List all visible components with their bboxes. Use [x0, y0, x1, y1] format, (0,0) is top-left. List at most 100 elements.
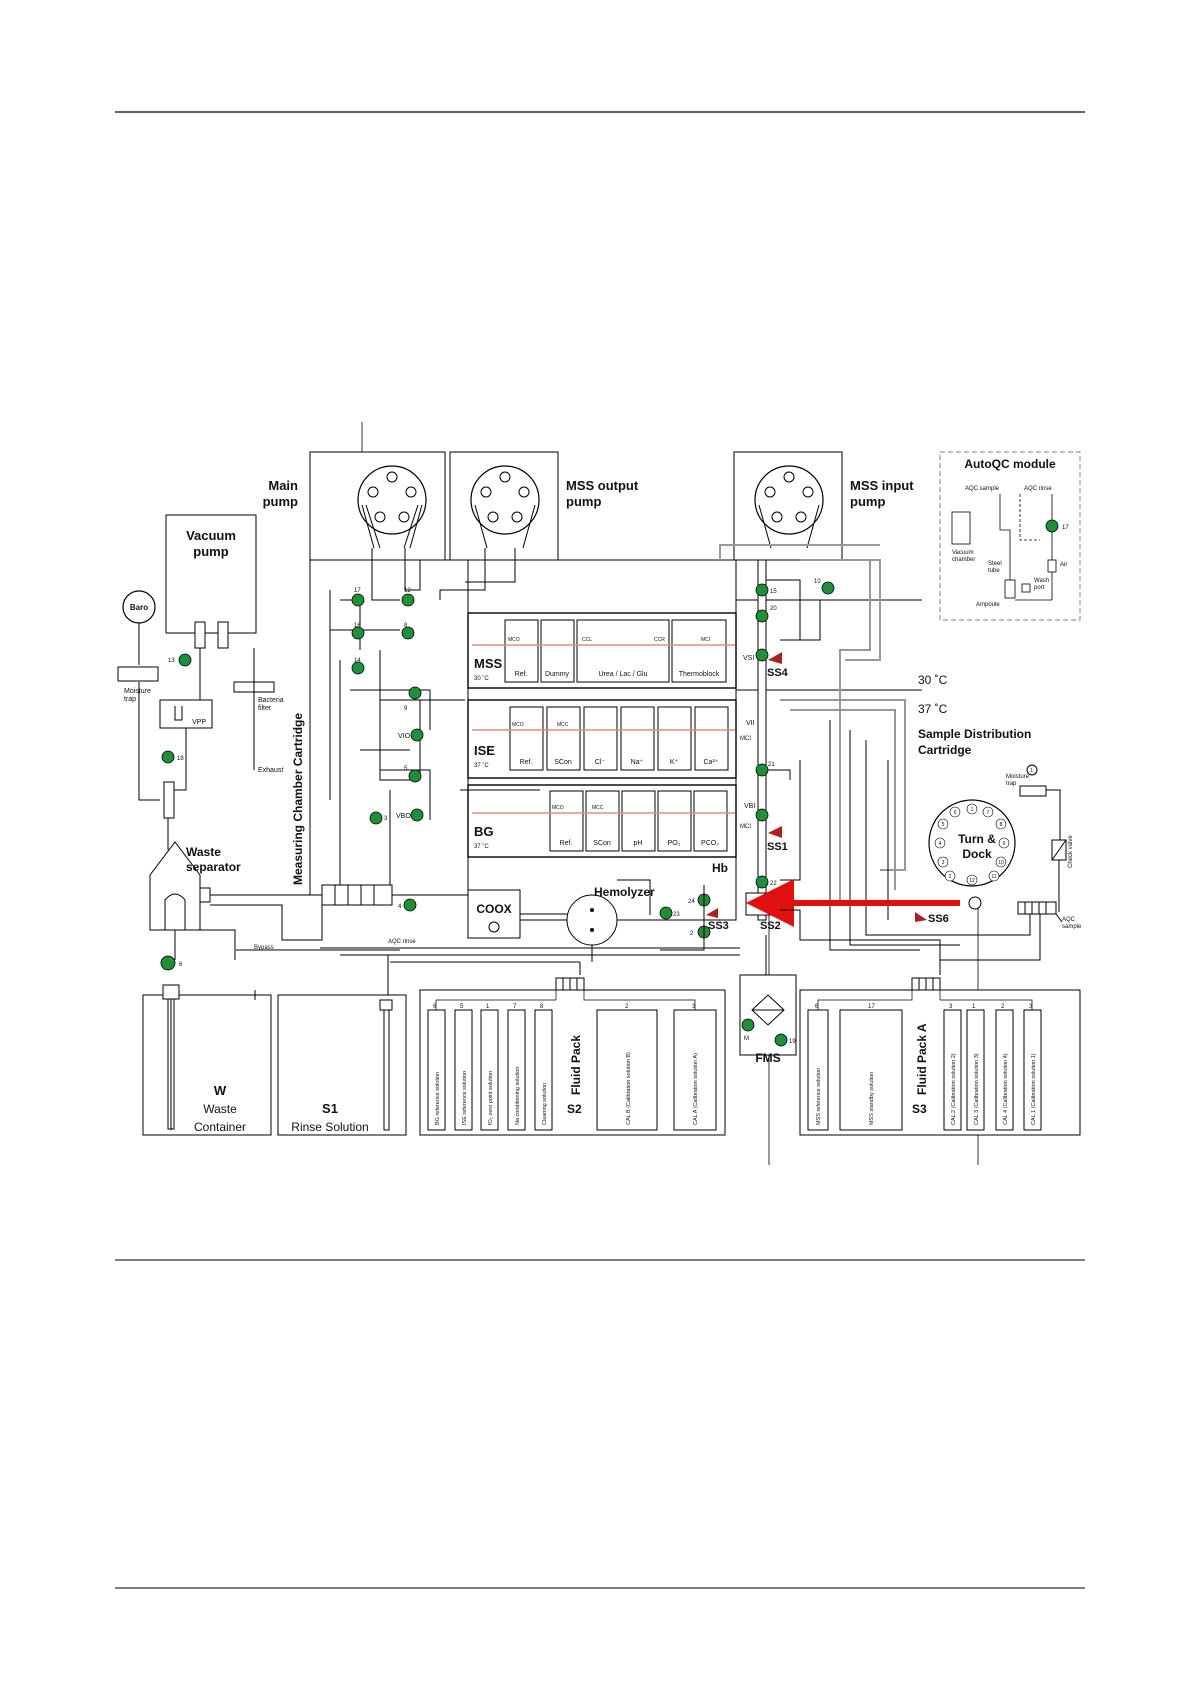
valve-9: 9: [404, 686, 422, 712]
ss6-label: SS6: [928, 913, 949, 925]
svg-text:3: 3: [692, 1004, 696, 1010]
ss1-marker: [768, 826, 782, 838]
valve-21: 21: [755, 762, 775, 777]
waste-code: W: [214, 1083, 227, 1098]
s3-title: Fluid Pack A: [915, 1023, 929, 1095]
aqc-sample-label: AQC sample: [965, 486, 1000, 492]
steel-tube-label-1: Steel: [988, 561, 1002, 567]
svg-text:7: 7: [513, 1004, 517, 1010]
sdc-column: [719, 544, 906, 921]
svg-text:7: 7: [987, 810, 990, 816]
svg-text:17: 17: [868, 1004, 875, 1010]
moisture-trap-label-1: Moisture: [124, 688, 151, 695]
valve-vbo: VBO: [396, 808, 424, 822]
svg-text:14: 14: [354, 658, 361, 664]
turn-dock-port-8: 8: [995, 818, 1007, 830]
mss-output-pump-label-2: pump: [566, 494, 601, 509]
svg-text:5: 5: [404, 766, 408, 772]
ss6-marker: [915, 912, 927, 922]
main-pump-label-2: pump: [263, 494, 298, 509]
main-pump-label-1: Main: [268, 478, 298, 493]
svg-text:19: 19: [789, 1039, 796, 1045]
vpp-label: VPP: [192, 719, 206, 726]
svg-text:4: 4: [939, 841, 942, 847]
rinse-code: S1: [322, 1101, 338, 1116]
baro-sensor: Baro: [122, 590, 156, 665]
s3-bottle-5-label: CAL 4 (Calibration solution 4): [1003, 1053, 1009, 1125]
ampoule-label: Ampoule: [976, 602, 1000, 608]
svg-text:22: 22: [770, 881, 777, 887]
moisture-trap-left: Moisture trap: [117, 666, 159, 703]
s2-bottle-1: 6BG reference solution: [427, 1004, 446, 1131]
vpp-chamber: VPP: [159, 699, 213, 729]
fms-label: FMS: [755, 1051, 780, 1065]
mss-input-pump-label-2: pump: [850, 494, 885, 509]
mci-ise-label: MCI: [740, 736, 751, 742]
svg-text:12: 12: [969, 878, 975, 884]
bg-cell-pco2: PCO₂: [701, 840, 719, 847]
hb-label: Hb: [712, 861, 728, 875]
exhaust-label: Exhaust: [258, 767, 283, 774]
turn-dock-port-10: 10: [995, 856, 1007, 868]
s2-bottle-4: 7Na conditioning solution: [507, 1004, 526, 1131]
svg-text:6: 6: [815, 1004, 819, 1010]
ss3-marker: [706, 908, 718, 918]
aqc-sample-right-label-2: sample: [1062, 924, 1082, 930]
moisture-trap-right-label-2: trap: [1006, 781, 1017, 787]
s2-code: S2: [567, 1102, 582, 1116]
turn-and-dock: Turn & Dock 1 2 3 4 5 6 7 8 9 10 11 12: [928, 799, 1016, 887]
mss-mci-label: MCI: [701, 637, 710, 643]
ss2-label: SS2: [760, 920, 781, 932]
bg-module: BG 37 ˚C Ref. SCon pH PO₂ PCO₂ MCO MCC: [467, 784, 737, 858]
turn-dock-port-4: 4: [934, 837, 946, 849]
ise-cell-ca: Ca²⁺: [704, 759, 719, 766]
svg-text:1: 1: [1030, 768, 1033, 774]
waste-container: W Waste Container: [142, 984, 272, 1136]
valve-3: 3: [369, 811, 388, 825]
ise-temp: 37 ˚C: [474, 762, 489, 769]
ise-name: ISE: [474, 743, 495, 758]
s2-bottle-2-label: ISE reference solution: [462, 1071, 468, 1125]
valve-17: 17: [351, 588, 365, 607]
svg-text:8: 8: [540, 1004, 544, 1010]
turn-dock-port-3: 3: [937, 856, 949, 868]
s3-bottle-3-label: CAL 2 (Calibration solution 2): [951, 1053, 957, 1125]
hemolyzer-label: Hemolyzer: [594, 885, 655, 899]
ise-cell-na: Na⁺: [631, 759, 644, 766]
valve-24: 24: [688, 893, 711, 907]
s2-title: Fluid Pack: [569, 1035, 583, 1095]
vii-label: VII: [746, 720, 755, 727]
ise-cell-cl: Cl⁻: [595, 759, 606, 766]
m-label: M: [744, 1036, 749, 1042]
bg-cell-po2: PO₂: [668, 840, 681, 847]
waste-separator: Waste separator: [149, 841, 241, 960]
svg-text:2: 2: [949, 874, 952, 880]
autoqc-title: AutoQC module: [964, 457, 1056, 471]
svg-text:24: 24: [688, 899, 695, 905]
valve-10: 10: [814, 579, 835, 595]
aqc-rinse-line-label: AQC rinse: [388, 939, 416, 945]
mc-manifold: [210, 884, 393, 941]
valve-23: 23: [659, 906, 680, 920]
s3-bottle-4-label: CAL 3 (Calibration solution 3): [974, 1053, 980, 1125]
valve-2: 2: [690, 925, 711, 939]
check-valve-label: Check valve: [1068, 835, 1074, 868]
svg-text:2: 2: [625, 1004, 629, 1010]
turn-dock-port-6: 6: [949, 806, 961, 818]
svg-text:5: 5: [942, 822, 945, 828]
valve-19: 19: [774, 1033, 796, 1047]
measuring-chamber-cartridge-label: Measuring Chamber Cartridge: [291, 713, 305, 885]
turn-dock-label-2: Dock: [962, 847, 992, 861]
valve-22: 22: [755, 875, 777, 889]
s3-bottle-2-label: MSS standby solution: [869, 1072, 875, 1125]
mss-cell-ref: Ref.: [515, 671, 528, 678]
valve-15: 15: [755, 583, 777, 597]
turn-dock-port-9: 9: [998, 837, 1010, 849]
waste-name-1: Waste: [203, 1102, 237, 1116]
